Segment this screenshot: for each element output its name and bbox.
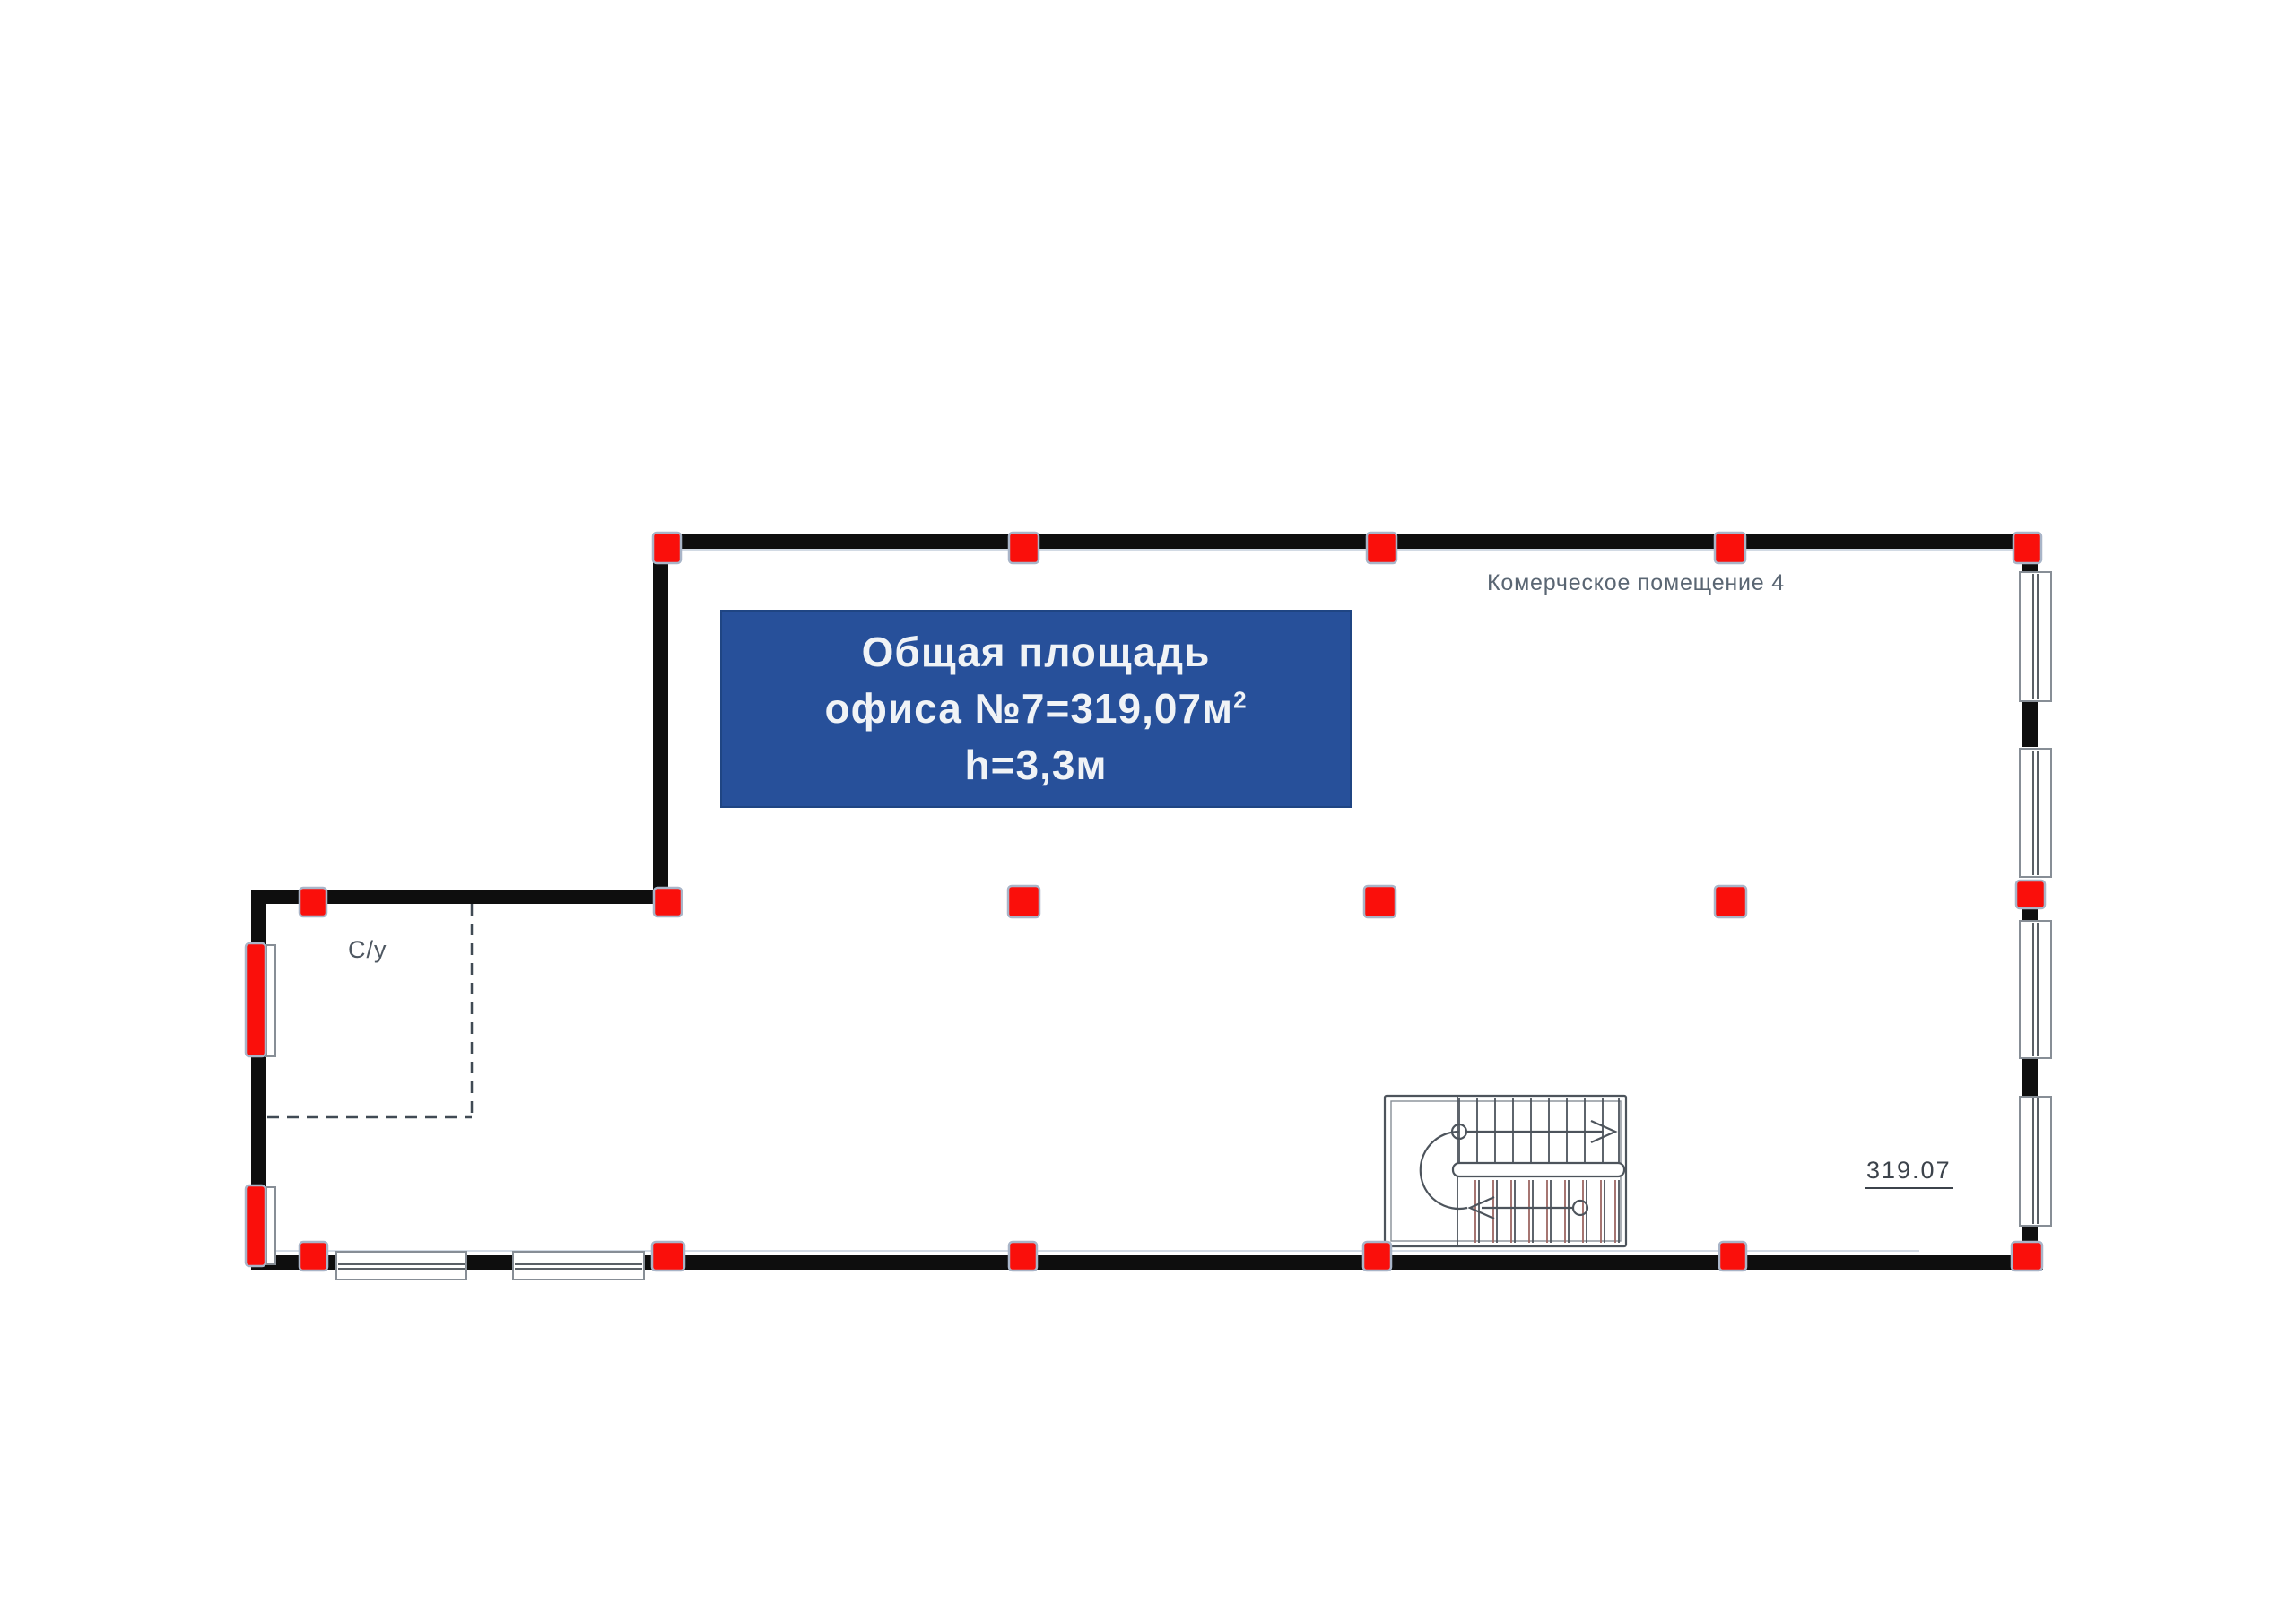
column-marker — [1007, 1240, 1039, 1272]
wall-shadows — [269, 549, 2036, 1252]
right-wall-segment — [2022, 1058, 2038, 1097]
window — [2019, 748, 2052, 878]
column-marker — [651, 531, 683, 565]
column-marker — [1718, 1240, 1748, 1272]
info-line-2-superscript: 2 — [1233, 686, 1248, 714]
top-wall — [653, 534, 2041, 549]
column-marker — [298, 886, 328, 918]
bottom-wall — [251, 1255, 2043, 1270]
window — [512, 1251, 645, 1280]
office-area-info-panel: Общая площадь офиса №7=319,07м2 h=3,3м — [720, 610, 1352, 808]
info-line-2-main: офиса №7=319,07м — [824, 685, 1234, 732]
stair-walk-line — [1419, 1119, 1618, 1220]
right-wall-segment — [2022, 907, 2038, 923]
columns-left-wall — [244, 942, 267, 1268]
staircase — [1383, 1094, 1628, 1248]
columns-bottom-row — [298, 1240, 2044, 1272]
extension-top-wall — [251, 890, 668, 904]
info-line-1: Общая площадь — [861, 629, 1211, 675]
upper-left-wall — [653, 534, 668, 904]
bathroom-partition — [267, 904, 474, 1119]
info-line-3: h=3,3м — [964, 742, 1108, 788]
column-marker — [2010, 1240, 2044, 1272]
commercial-space-label: Комерческое помещение 4 — [1487, 570, 1785, 595]
column-marker — [652, 886, 683, 918]
stair-lower-treads-red — [1474, 1180, 1616, 1243]
column-marker — [298, 1240, 329, 1272]
stair-handrail — [1451, 1161, 1626, 1178]
columns-top-row — [651, 531, 2043, 565]
window — [265, 1186, 276, 1265]
walls — [251, 534, 2043, 1270]
window — [335, 1251, 467, 1280]
column-marker — [1361, 1240, 1393, 1272]
area-value-label: 319.07 — [1865, 1157, 1953, 1189]
column-marker — [2014, 879, 2047, 910]
info-line-2: офиса №7=319,07м2 — [824, 681, 1247, 737]
column-marker — [1362, 884, 1397, 919]
column-marker — [1007, 531, 1040, 565]
window — [265, 944, 276, 1057]
window — [2019, 571, 2052, 702]
column-pier — [244, 942, 267, 1058]
bottom-wall-shadow — [269, 1250, 1919, 1252]
stair-upper-treads — [1458, 1098, 1620, 1162]
bottom-facade-windows — [335, 1251, 645, 1280]
window — [2019, 1096, 2052, 1227]
column-marker — [1006, 884, 1041, 919]
bathroom-label: С/у — [348, 936, 387, 963]
column-marker — [2012, 531, 2043, 565]
window — [2019, 920, 2052, 1059]
top-wall-shadow — [673, 549, 2036, 551]
column-pier — [244, 1184, 267, 1268]
column-marker — [1365, 531, 1398, 565]
columns-middle-row — [298, 879, 2047, 919]
column-marker — [1713, 884, 1748, 919]
column-marker — [650, 1240, 686, 1272]
right-facade-windows — [2019, 571, 2052, 1227]
right-wall-segment — [2022, 702, 2038, 747]
column-marker — [1713, 531, 1747, 565]
left-facade-windows — [265, 944, 276, 1265]
